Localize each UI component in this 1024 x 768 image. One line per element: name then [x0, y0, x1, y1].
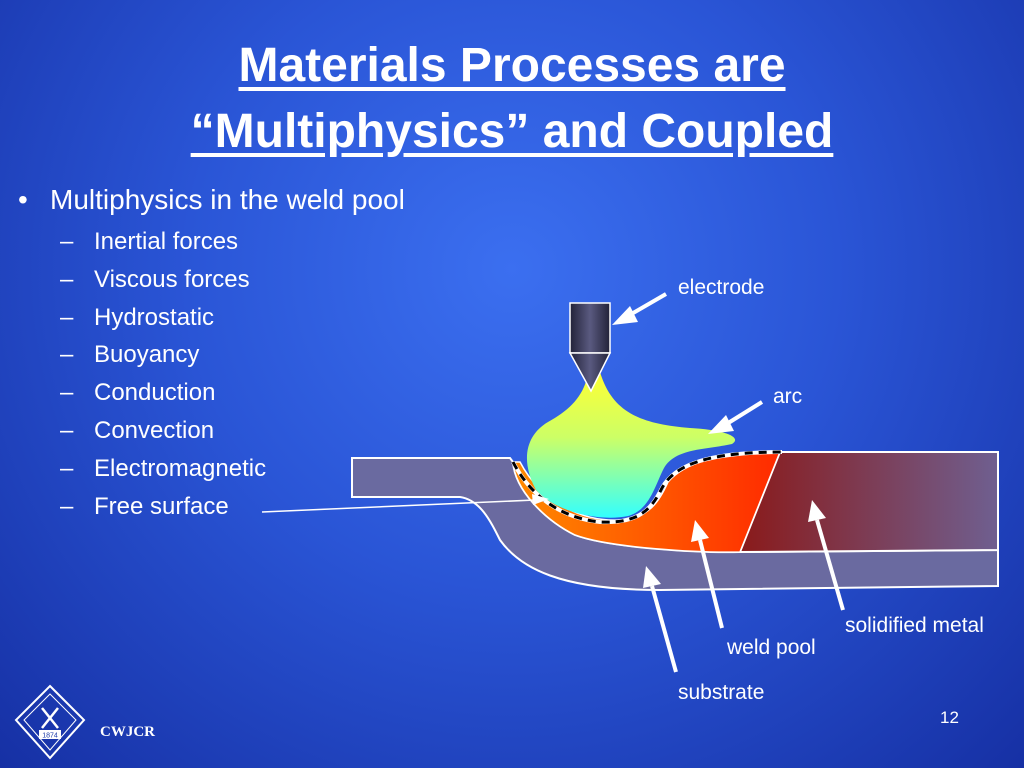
electrode-arrow [626, 292, 668, 318]
sub-bullet-label: Free surface [94, 492, 229, 520]
sub-bullet-label: Inertial forces [94, 228, 239, 255]
electrode-body [569, 302, 611, 354]
bullet-marker: • [18, 184, 28, 215]
dash-marker: – [60, 228, 74, 255]
dash-marker: – [60, 454, 74, 482]
free-surface-arrow [261, 499, 536, 513]
slide-title-line-2: “Multiphysics” and Coupled [190, 105, 834, 158]
substrate-label: substrate [678, 681, 765, 704]
solidified-metal-label: solidified metal [845, 614, 984, 637]
slide-title-line-1: Materials Processes are [238, 39, 786, 92]
org-name: CWJCR [100, 724, 155, 740]
main-bullet-text: Multiphysics in the weld pool [50, 184, 405, 215]
seal-year: 1874 [42, 733, 58, 740]
sub-bullet-label: Conduction [94, 379, 216, 407]
sub-bullet-label: Electromagnetic [94, 454, 267, 482]
weld-pool-label: weld pool [727, 636, 816, 659]
sub-bullet-label: Hydrostatic [94, 303, 215, 331]
solidified-metal-arrow [815, 519, 845, 611]
dash-marker: – [60, 492, 74, 520]
arc-arrow [723, 400, 764, 427]
page-number: 12 [940, 708, 959, 727]
sub-bullet-label: Viscous forces [94, 265, 250, 293]
substrate-top-right [738, 451, 999, 554]
dash-marker: – [60, 265, 74, 293]
arc-plasma-shape [526, 372, 736, 518]
dash-marker: – [60, 416, 74, 444]
weld-pool-arrow [698, 539, 724, 629]
dash-marker: – [60, 341, 74, 369]
dash-marker: – [60, 379, 74, 407]
dash-marker: – [60, 303, 74, 331]
sub-bullet-label: Buoyancy [94, 341, 200, 369]
substrate-arrow [650, 585, 678, 673]
school-seal-logo: 1874 [14, 684, 86, 760]
sub-bullet-label: Convection [94, 416, 215, 444]
callout-arrows [612, 292, 845, 673]
arc-label: arc [773, 385, 803, 408]
electrode-label: electrode [678, 276, 765, 299]
electrode-tip [568, 352, 612, 393]
